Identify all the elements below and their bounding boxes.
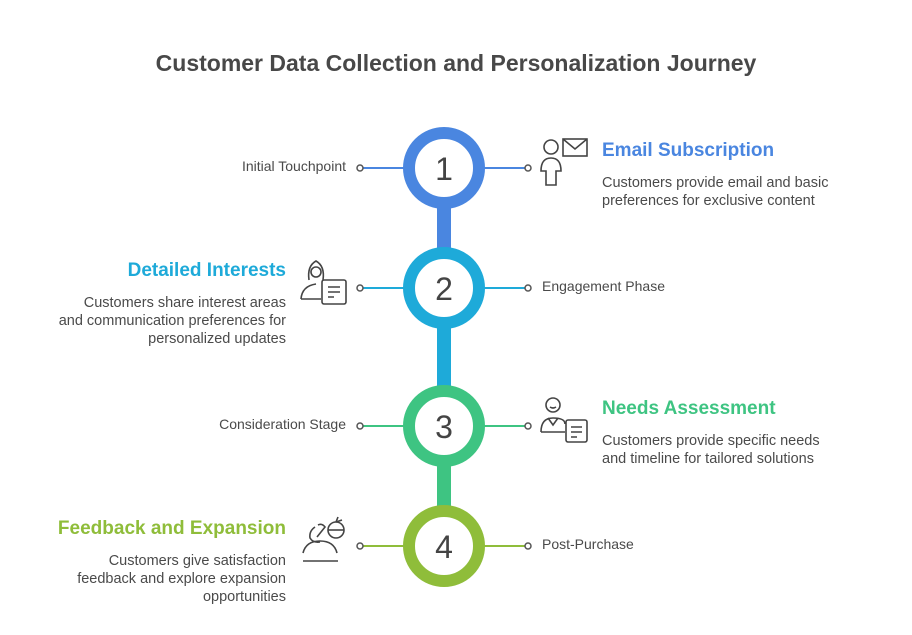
step-3-number: 3: [435, 409, 453, 445]
stage-label-1: Initial Touchpoint: [241, 158, 346, 174]
step-2-right-dot: [524, 284, 532, 292]
step-1-left-dot: [356, 164, 364, 172]
stage-label-4: Post-Purchase: [542, 536, 634, 552]
step-heading-2: Detailed Interests: [127, 260, 286, 281]
stage-label-2: Engagement Phase: [542, 278, 665, 294]
step-4-circle: [403, 505, 485, 587]
step-4: 4: [302, 505, 532, 587]
stage-label-3: Consideration Stage: [219, 416, 346, 432]
person-clipboard-icon: [540, 397, 588, 443]
diagram-title: Customer Data Collection and Personaliza…: [155, 50, 757, 76]
step-4-number: 4: [435, 529, 453, 565]
person-mail-icon: [540, 138, 588, 186]
step-4-left-dot: [356, 542, 364, 550]
person-document-icon: [300, 260, 347, 305]
step-description-3: Customers provide specific needs and tim…: [602, 433, 820, 467]
person-feedback-icon: [302, 516, 345, 562]
step-2-circle: [403, 247, 485, 329]
step-2: 2: [300, 247, 532, 329]
step-2-left-dot: [356, 284, 364, 292]
step-heading-3: Needs Assessment: [602, 398, 776, 419]
step-1-right-dot: [524, 164, 532, 172]
step-3-circle: [403, 385, 485, 467]
step-1-number: 1: [435, 151, 453, 187]
step-description-1: Customers provide email and basic prefer…: [602, 175, 829, 209]
step-description-4: Customers give satisfaction feedback and…: [77, 553, 286, 605]
step-heading-1: Email Subscription: [602, 140, 775, 161]
step-description-2: Customers share interest areas and commu…: [58, 295, 286, 347]
step-3-right-dot: [524, 422, 532, 430]
step-4-right-dot: [524, 542, 532, 550]
step-3-left-dot: [356, 422, 364, 430]
step-heading-4: Feedback and Expansion: [57, 518, 286, 539]
step-3: 3: [356, 385, 588, 467]
step-2-number: 2: [435, 271, 453, 307]
step-1: 1: [356, 127, 588, 209]
step-1-circle: [403, 127, 485, 209]
connector-1-2: [437, 208, 451, 248]
connector-2-3: [437, 328, 451, 386]
connector-3-4: [437, 466, 451, 506]
